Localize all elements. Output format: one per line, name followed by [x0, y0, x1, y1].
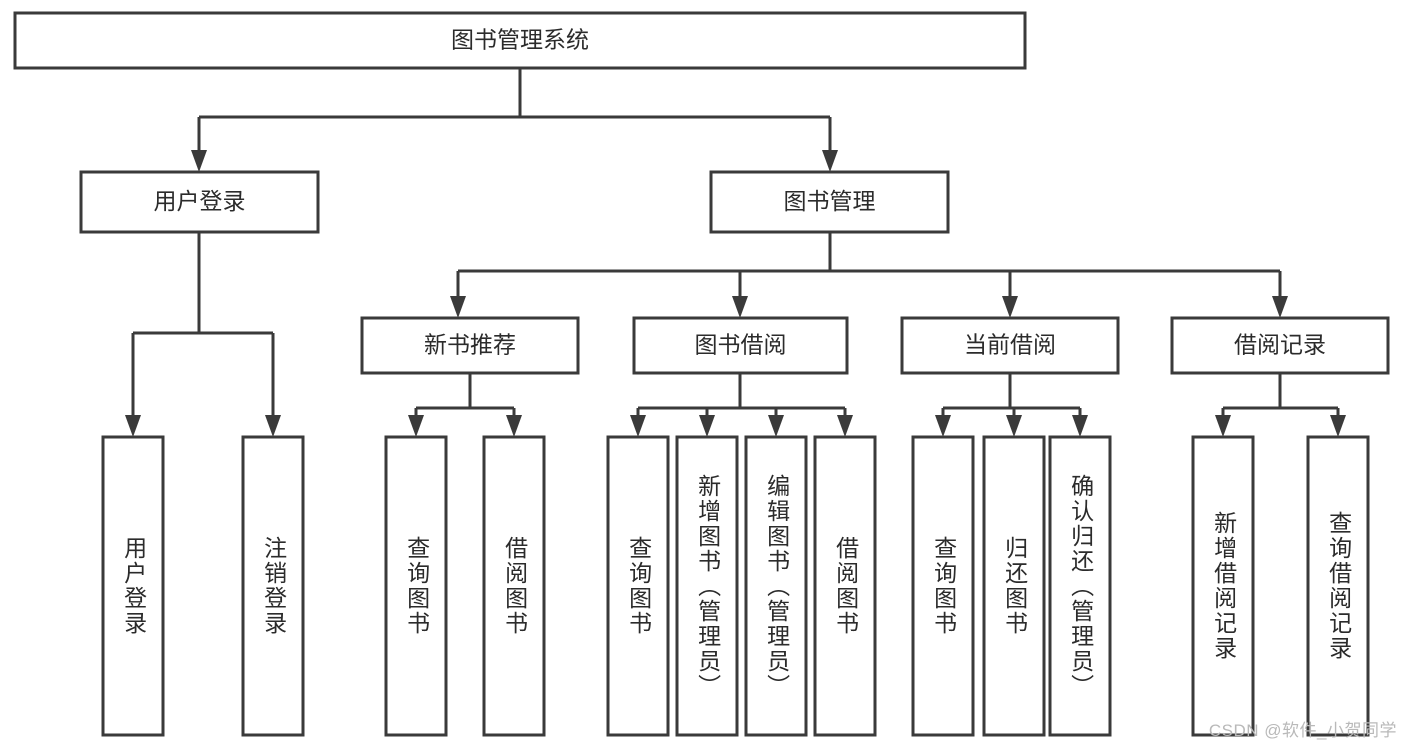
- node-leaf-query-book-cur[interactable]: [911, 435, 975, 737]
- node-leaf-borrow-book[interactable]: [813, 435, 877, 737]
- arrow-head-icon-g1-0: [630, 415, 646, 437]
- box-layer: [13, 11, 1390, 737]
- node-leaf-confirm-return[interactable]: [1048, 435, 1112, 737]
- csdn-watermark: CSDN @软件_小贺同学: [1208, 721, 1397, 740]
- arrow-head-icon-g0-0: [408, 415, 424, 437]
- arrow-head-icon-l3-0: [450, 296, 466, 318]
- node-leaf-return-book[interactable]: [982, 435, 1046, 737]
- connector-layer: [125, 68, 1346, 437]
- node-leaf-logout-login[interactable]: [241, 435, 305, 737]
- arrow-head-icon-l3-2: [1002, 296, 1018, 318]
- node-leaf-add-record[interactable]: [1191, 435, 1255, 737]
- arrow-head-icon-g1-3: [837, 415, 853, 437]
- node-new-book-rec[interactable]: [360, 316, 580, 375]
- arrow-head-icon-l1-1: [822, 150, 838, 172]
- arrow-head-icon-l3-3: [1272, 296, 1288, 318]
- node-current-borrow[interactable]: [900, 316, 1120, 375]
- node-book-manage-label: 图书管理: [784, 188, 876, 214]
- node-leaf-borrow-book-rec[interactable]: [482, 435, 546, 737]
- node-root[interactable]: [13, 11, 1027, 70]
- arrow-head-icon-ul-1: [265, 415, 281, 437]
- node-leaf-add-book[interactable]: [675, 435, 739, 737]
- node-leaf-query-book-rec[interactable]: [384, 435, 448, 737]
- arrow-head-icon-g2-0: [935, 415, 951, 437]
- node-book-manage[interactable]: [709, 170, 950, 234]
- arrow-head-icon-ul-0: [125, 415, 141, 437]
- arrow-head-icon-g3-0: [1215, 415, 1231, 437]
- arrow-head-icon-g2-1: [1006, 415, 1022, 437]
- node-borrow-record[interactable]: [1170, 316, 1390, 375]
- arrow-head-icon-g1-1: [699, 415, 715, 437]
- node-root-label: 图书管理系统: [451, 27, 589, 53]
- node-leaf-user-login[interactable]: [101, 435, 165, 737]
- node-new-book-rec-label: 新书推荐: [424, 332, 516, 358]
- arrow-head-icon-g0-1: [506, 415, 522, 437]
- arrow-head-icon-l1-0: [191, 150, 207, 172]
- node-user-login-label: 用户登录: [154, 188, 246, 214]
- arrow-head-icon-g3-1: [1330, 415, 1346, 437]
- arrow-head-icon-g1-2: [768, 415, 784, 437]
- node-user-login[interactable]: [79, 170, 320, 234]
- node-leaf-query-book-borrow[interactable]: [606, 435, 670, 737]
- node-leaf-query-record[interactable]: [1306, 435, 1370, 737]
- node-leaf-edit-book[interactable]: [744, 435, 808, 737]
- arrow-head-icon-g2-2: [1072, 415, 1088, 437]
- node-current-borrow-label: 当前借阅: [964, 332, 1056, 358]
- node-book-borrow[interactable]: [632, 316, 849, 375]
- node-book-borrow-label: 图书借阅: [695, 332, 787, 358]
- arrow-head-icon-l3-1: [732, 296, 748, 318]
- node-borrow-record-label: 借阅记录: [1234, 332, 1326, 358]
